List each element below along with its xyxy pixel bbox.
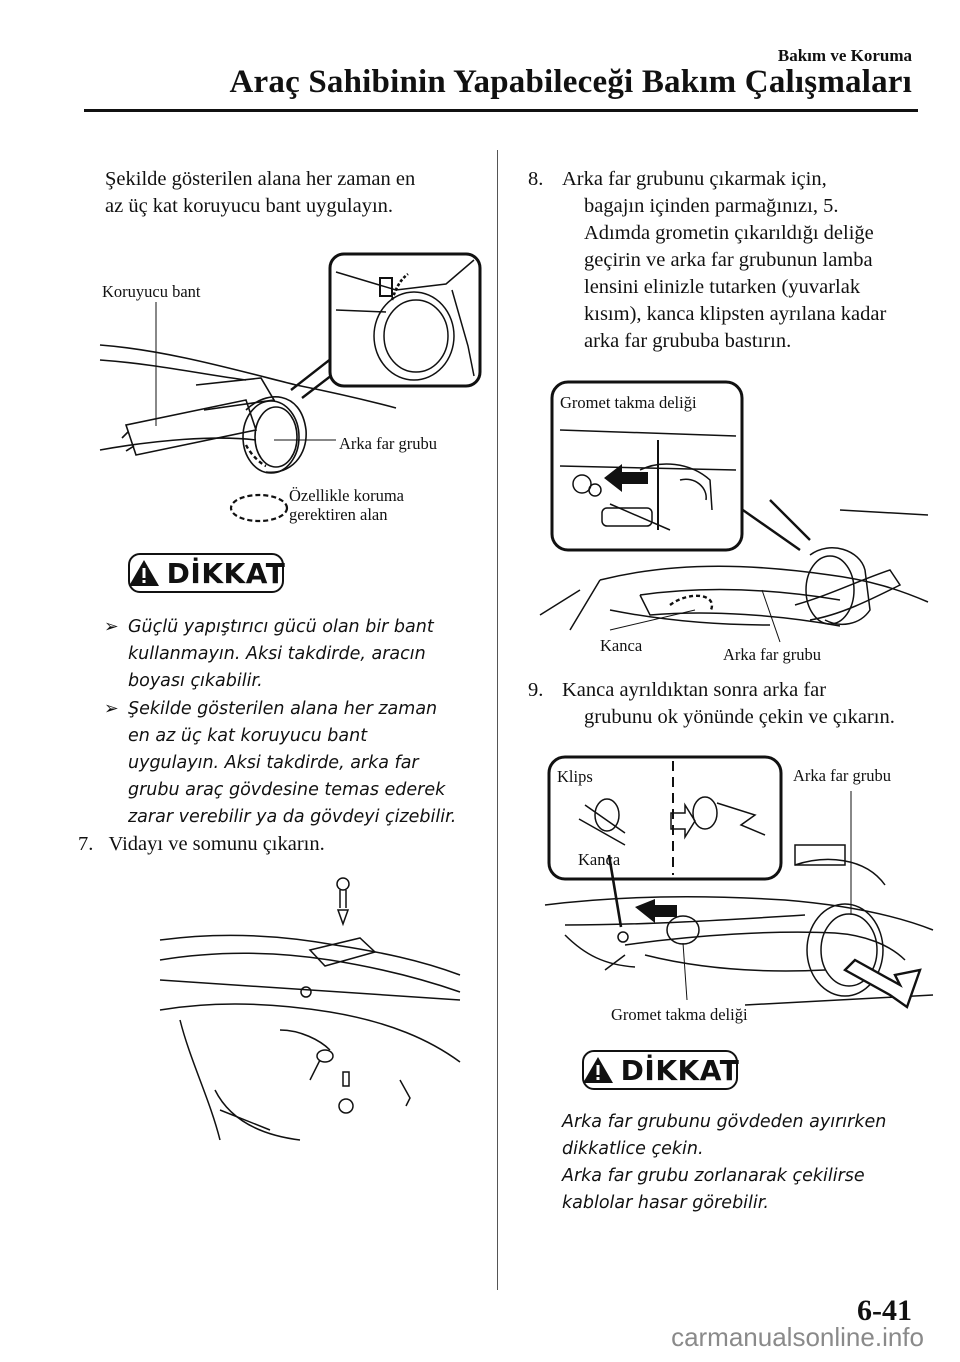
- section-title: Bakım ve Koruma: [777, 46, 912, 65]
- label-rear-lamp: Arka far grubu: [793, 766, 892, 785]
- step-7: 7. Vidayı ve somunu çıkarın.: [78, 831, 325, 858]
- caution-bullet: ➢ Güçlü yapıştırıcı gücü olan bir bant k…: [104, 614, 484, 695]
- bullet-arrow-icon: ➢: [104, 699, 119, 719]
- label-zone: Özellikle koruma gerektiren alan: [289, 486, 405, 524]
- page-title: Araç Sahibinin Yapabileceği Bakım Çalışm…: [229, 64, 912, 100]
- step-number: 9.: [528, 679, 544, 701]
- label-hook: Kanca: [578, 850, 621, 869]
- step-number: 7.: [78, 833, 94, 855]
- label-clip: Klips: [557, 767, 593, 786]
- page-number: 6-41: [857, 1294, 912, 1327]
- step-text: Vidayı ve somunu çıkarın.: [108, 833, 325, 855]
- intro-paragraph: Şekilde gösterilen alana her zaman en az…: [105, 168, 416, 217]
- step-text: Arka far grubunu çıkarmak için, bagajın …: [562, 168, 887, 352]
- caution-bullet: ➢ Şekilde gösterilen alana her zaman en …: [104, 696, 484, 831]
- label-grommet-hole: Gromet takma deliği: [560, 393, 697, 412]
- warning-triangle-icon: [128, 560, 159, 586]
- column-divider: [497, 150, 498, 1290]
- warning-label: DİKKAT: [166, 556, 286, 590]
- caution-list: ➢ Güçlü yapıştırıcı gücü olan bir bant k…: [104, 614, 484, 831]
- step-text: Kanca ayrıldıktan sonra arka far grubunu…: [562, 679, 895, 728]
- caution-text: Arka far grubunu gövdeden ayırırken dikk…: [562, 1112, 887, 1213]
- warning-badge: DİKKAT: [582, 1050, 740, 1090]
- step-9: 9. Kanca ayrıldıktan sonra arka far grub…: [528, 677, 895, 731]
- screw-illustration: [159, 877, 461, 1141]
- step-8: 8. Arka far grubunu çıkarmak için, bagaj…: [528, 166, 886, 355]
- label-protective-tape: Koruyucu bant: [102, 282, 201, 301]
- warning-triangle-icon: [582, 1057, 613, 1083]
- figure-protective-tape: Koruyucu bant Arka far grubu Özellikle k…: [96, 250, 486, 540]
- label-hook: Kanca: [600, 636, 643, 655]
- label-grommet-hole: Gromet takma deliği: [611, 1005, 748, 1024]
- tape-illustration: [99, 252, 482, 523]
- bullet-arrow-icon: ➢: [104, 617, 119, 637]
- push-illustration: [539, 380, 929, 643]
- warning-label: DİKKAT: [620, 1053, 740, 1087]
- pull-illustration: [544, 755, 934, 1009]
- figure-screw-nut: [159, 877, 465, 1150]
- watermark: carmanualsonline.info: [671, 1322, 924, 1352]
- figure-pull-lamp: Klips Kanca Arka far grubu Gromet takma …: [544, 755, 935, 1030]
- label-rear-lamp: Arka far grubu: [723, 645, 822, 664]
- figure-push-lamp: Gromet takma deliği Kanca Arka far grubu: [539, 380, 930, 665]
- warning-badge: DİKKAT: [128, 553, 286, 593]
- step-number: 8.: [528, 168, 544, 190]
- label-rear-lamp: Arka far grubu: [339, 434, 438, 453]
- header-divider: [84, 109, 918, 112]
